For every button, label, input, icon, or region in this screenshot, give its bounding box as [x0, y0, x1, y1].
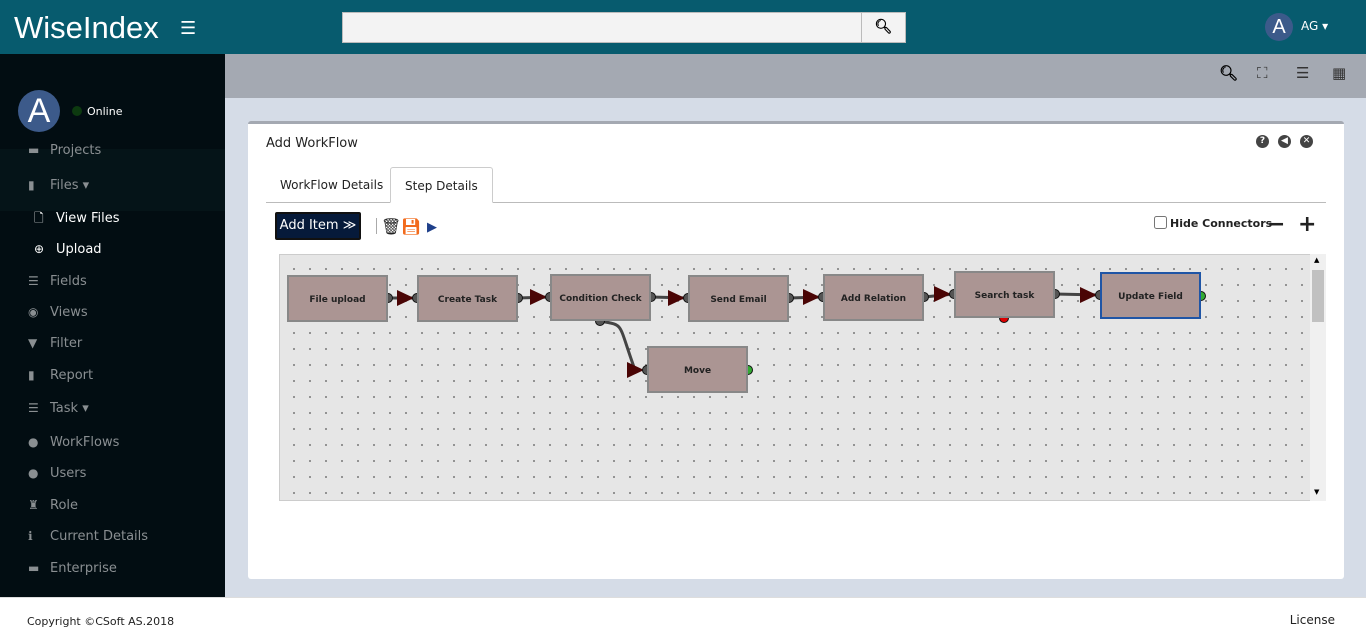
avatar: A: [18, 90, 60, 132]
hierarchy-icon[interactable]: ⛶: [1257, 64, 1268, 82]
arrow-head-icon: [530, 289, 547, 305]
sidebar-icon: ●: [28, 435, 39, 449]
tab-divider: [266, 202, 1326, 203]
sidebar-item-role[interactable]: ♜Role: [0, 490, 225, 520]
hamburger-icon[interactable]: ☰: [180, 18, 197, 39]
workflow-node[interactable]: Create Task: [417, 275, 518, 322]
scroll-down-icon[interactable]: ▼: [1314, 488, 1320, 496]
arrow-head-icon: [1080, 287, 1097, 303]
footer: Copyright ©CSoft AS.2018 License: [0, 597, 1366, 639]
user-menu[interactable]: AG ▾: [1301, 19, 1329, 33]
sidebar-icon: ☰: [28, 401, 39, 415]
sidebar-item-views[interactable]: ◉Views: [0, 297, 225, 327]
search-icon[interactable]: 🔍︎: [1219, 64, 1239, 82]
sidebar-icon: ▬: [28, 143, 40, 157]
connector-line: [599, 319, 637, 371]
brand-logo[interactable]: WiseIndex: [14, 10, 159, 45]
search-button[interactable]: 🔍︎: [861, 12, 906, 43]
copyright: Copyright ©CSoft AS.2018: [27, 615, 175, 628]
search-icon: 🔍︎: [874, 19, 893, 35]
sidebar-icon: ▮: [28, 368, 35, 382]
status-dot-icon: [72, 106, 82, 116]
sidebar-icon: ☰: [28, 274, 39, 288]
page-title: Add WorkFlow: [266, 136, 358, 151]
sidebar-item-task[interactable]: ☰Task ▾: [0, 393, 225, 423]
play-icon[interactable]: ▶: [427, 220, 437, 235]
save-icon[interactable]: 💾︎: [401, 217, 422, 236]
close-icon[interactable]: ✕: [1300, 135, 1313, 148]
sidebar-icon: ●: [28, 466, 39, 480]
workflow-node[interactable]: Search task: [954, 271, 1055, 318]
sidebar: A Online: [0, 54, 225, 597]
arrow-head-icon: [627, 362, 644, 378]
sidebar-item-enterprise[interactable]: ▬Enterprise: [0, 553, 225, 583]
files-submenu: [0, 149, 225, 211]
sidebar-icon: 🗋: [34, 211, 44, 225]
sidebar-item-workflows[interactable]: ●WorkFlows: [0, 427, 225, 457]
sidebar-icon: ℹ: [28, 529, 33, 543]
sidebar-icon: ◉: [28, 305, 39, 319]
sidebar-item-view-files[interactable]: 🗋View Files: [0, 203, 225, 233]
help-icon[interactable]: ?: [1256, 135, 1269, 148]
sidebar-item-files[interactable]: ▮Files ▾: [0, 170, 225, 200]
add-item-button[interactable]: Add Item ≫: [275, 212, 361, 240]
sidebar-icon: ▮: [28, 178, 35, 192]
workflow-node[interactable]: File upload: [287, 275, 388, 322]
scrollbar-thumb[interactable]: [1312, 270, 1324, 322]
sidebar-icon: ⊕: [34, 242, 45, 256]
sidebar-item-report[interactable]: ▮Report: [0, 360, 225, 390]
sidebar-item-upload[interactable]: ⊕Upload: [0, 234, 225, 264]
zoom-in-button[interactable]: +: [1298, 212, 1317, 237]
tab-step-details[interactable]: Step Details: [390, 167, 493, 203]
user-avatar[interactable]: A: [1265, 13, 1293, 41]
sidebar-item-fields[interactable]: ☰Fields: [0, 266, 225, 296]
grid-icon[interactable]: ▦: [1332, 64, 1347, 82]
license-link[interactable]: License: [1289, 613, 1335, 627]
arrow-head-icon: [934, 286, 951, 302]
sidebar-icon: ▬: [28, 561, 40, 575]
workflow-node[interactable]: Condition Check: [550, 274, 651, 321]
toolbar-bar: [225, 54, 1366, 98]
sidebar-icon: ▼: [28, 336, 38, 350]
sidebar-icon: ♜: [28, 498, 39, 512]
back-icon[interactable]: ◀: [1278, 135, 1291, 148]
arrow-head-icon: [803, 289, 820, 305]
workflow-node[interactable]: Move: [647, 346, 748, 393]
workflow-node[interactable]: Send Email: [688, 275, 789, 322]
toolbar-divider: [376, 218, 377, 234]
zoom-out-button[interactable]: −: [1267, 212, 1286, 237]
trash-icon[interactable]: 🗑︎: [381, 217, 402, 236]
list-icon[interactable]: ☰: [1296, 64, 1310, 82]
sidebar-item-users[interactable]: ●Users: [0, 458, 225, 488]
hide-connectors-toggle[interactable]: Hide Connectors: [1154, 216, 1272, 230]
tab-workflow-details[interactable]: WorkFlow Details: [280, 178, 384, 192]
workflow-node[interactable]: Add Relation: [823, 274, 924, 321]
sidebar-item-filter[interactable]: ▼Filter: [0, 328, 225, 358]
vertical-scrollbar[interactable]: ▲ ▼: [1310, 254, 1326, 501]
hide-connectors-checkbox[interactable]: [1154, 216, 1167, 229]
arrow-head-icon: [668, 290, 685, 306]
online-status: Online: [72, 105, 122, 118]
arrow-head-icon: [397, 290, 414, 306]
workflow-node[interactable]: Update Field: [1100, 272, 1201, 319]
scroll-up-icon[interactable]: ▲: [1314, 256, 1320, 264]
sidebar-item-projects[interactable]: ▬Projects: [0, 135, 225, 165]
